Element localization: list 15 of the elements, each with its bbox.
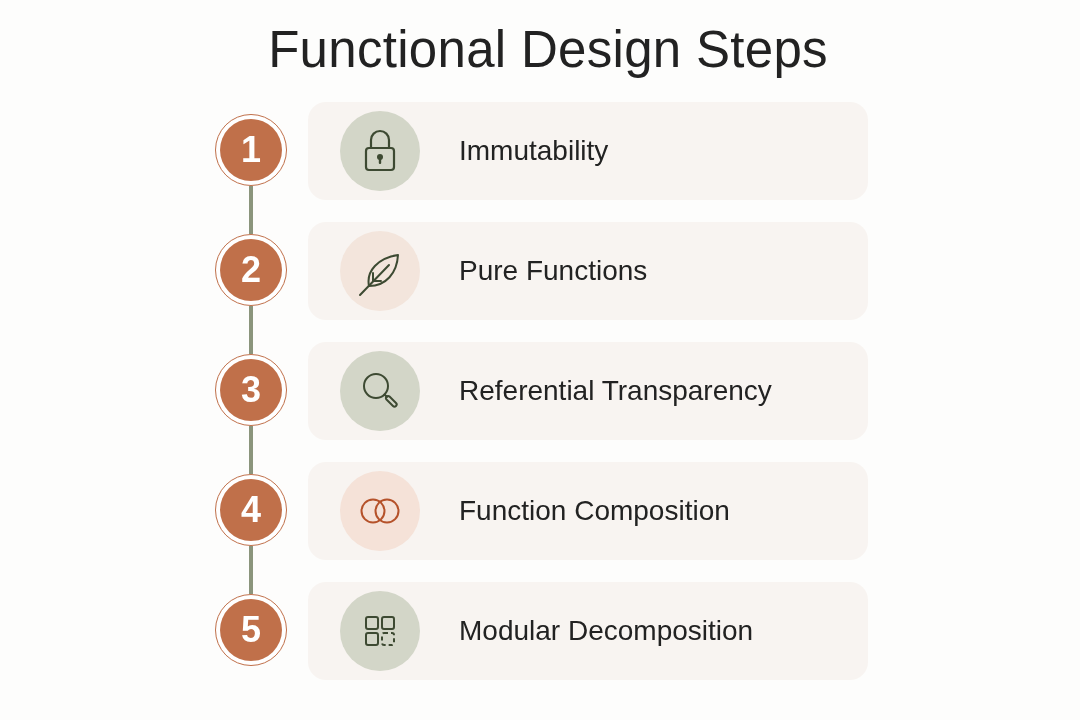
step-label: Referential Transparency xyxy=(459,374,772,408)
title: Functional Design Steps xyxy=(267,20,829,80)
step-label: Pure Functions xyxy=(459,254,648,288)
step-card xyxy=(308,102,868,200)
step-label: Modular Decomposition xyxy=(459,614,754,648)
step-card xyxy=(308,582,868,680)
step-card xyxy=(308,462,868,560)
connector-line xyxy=(249,426,253,474)
step-card xyxy=(308,342,868,440)
connector-line xyxy=(249,306,253,354)
step-label: Immutability xyxy=(459,134,609,168)
connector-line xyxy=(249,546,253,594)
step-label: Function Composition xyxy=(459,494,730,528)
connector-line xyxy=(249,186,253,234)
step-card xyxy=(308,222,868,320)
